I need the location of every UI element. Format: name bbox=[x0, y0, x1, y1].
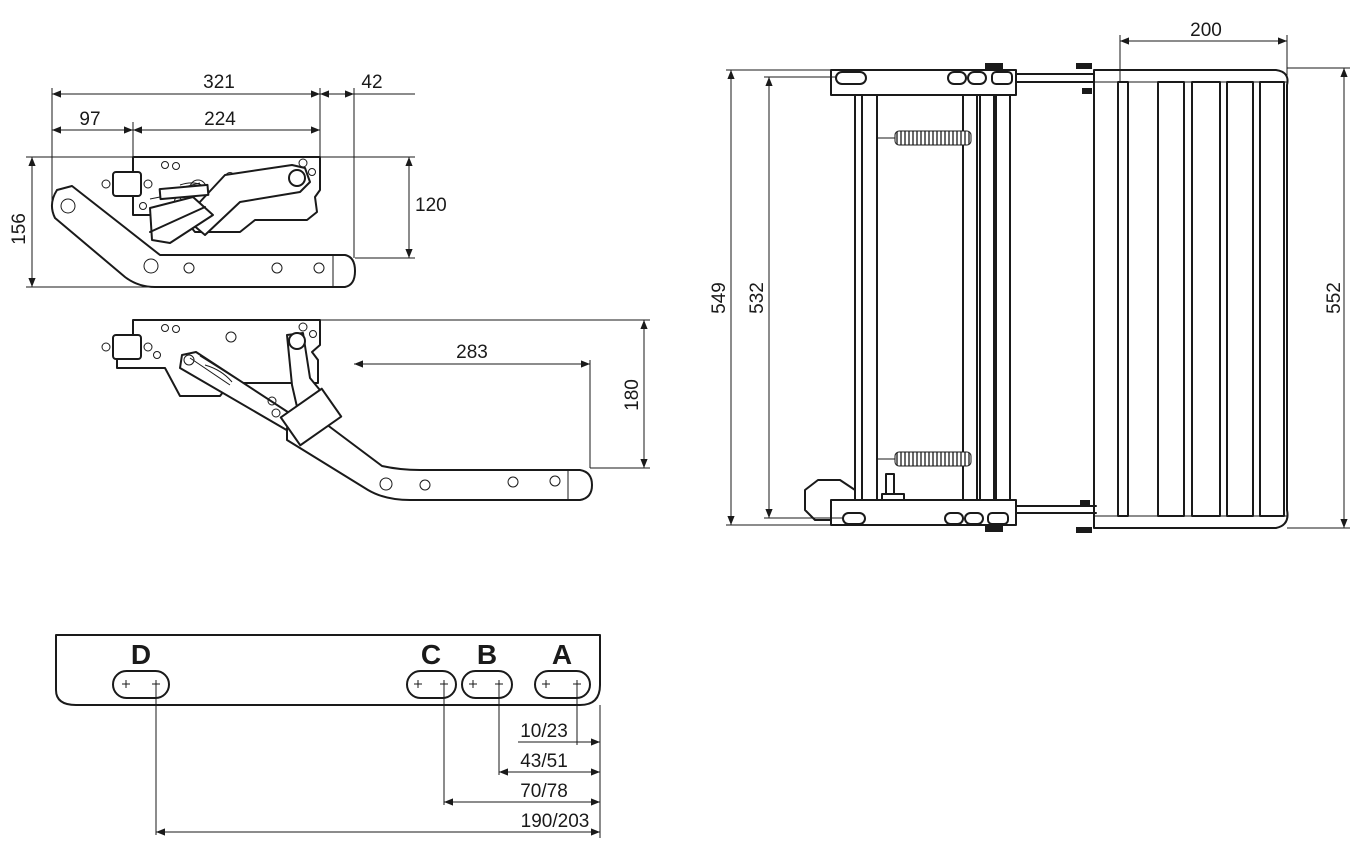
position-label-c: C bbox=[421, 639, 441, 670]
dim-position-c: 70/78 bbox=[520, 781, 568, 802]
dim-position-a: 10/23 bbox=[520, 721, 568, 742]
retracted-step-arm bbox=[51, 185, 356, 288]
top-view-dimensions: 200 549 532 552 bbox=[709, 20, 1350, 529]
dim-224: 224 bbox=[204, 109, 236, 130]
side-view-retracted bbox=[51, 156, 356, 288]
mounting-positions: D C B A 10/23 43/51 70/78 190/203 bbox=[55, 634, 601, 838]
dim-549: 549 bbox=[709, 282, 730, 314]
extended-step-arm bbox=[286, 411, 593, 501]
top-dimensions: 321 97 224 42 156 120 bbox=[9, 72, 447, 288]
dim-321: 321 bbox=[203, 72, 235, 93]
dim-120: 120 bbox=[415, 195, 447, 216]
dim-position-b: 43/51 bbox=[520, 751, 568, 772]
dim-532: 532 bbox=[747, 282, 768, 314]
position-label-b: B bbox=[477, 639, 497, 670]
top-view bbox=[804, 63, 1289, 533]
position-label-d: D bbox=[131, 639, 151, 670]
top-view-handle bbox=[804, 479, 856, 521]
dim-156: 156 bbox=[9, 213, 30, 245]
position-label-a: A bbox=[552, 639, 572, 670]
dim-180: 180 bbox=[622, 379, 643, 411]
dim-283: 283 bbox=[456, 342, 488, 363]
side-view-extended bbox=[101, 319, 593, 501]
dim-42: 42 bbox=[361, 72, 382, 93]
extended-dimensions: 180 283 bbox=[320, 319, 650, 469]
dim-position-d: 190/203 bbox=[521, 811, 590, 832]
slot-d bbox=[112, 670, 170, 699]
retracted-lock-box bbox=[112, 171, 142, 197]
spring-upper bbox=[894, 130, 972, 146]
dim-552: 552 bbox=[1324, 282, 1345, 314]
slot-a bbox=[534, 670, 591, 699]
extended-lock-box bbox=[112, 334, 142, 360]
dim-200: 200 bbox=[1190, 20, 1222, 41]
spring-lower bbox=[894, 451, 972, 467]
dim-97: 97 bbox=[79, 109, 100, 130]
